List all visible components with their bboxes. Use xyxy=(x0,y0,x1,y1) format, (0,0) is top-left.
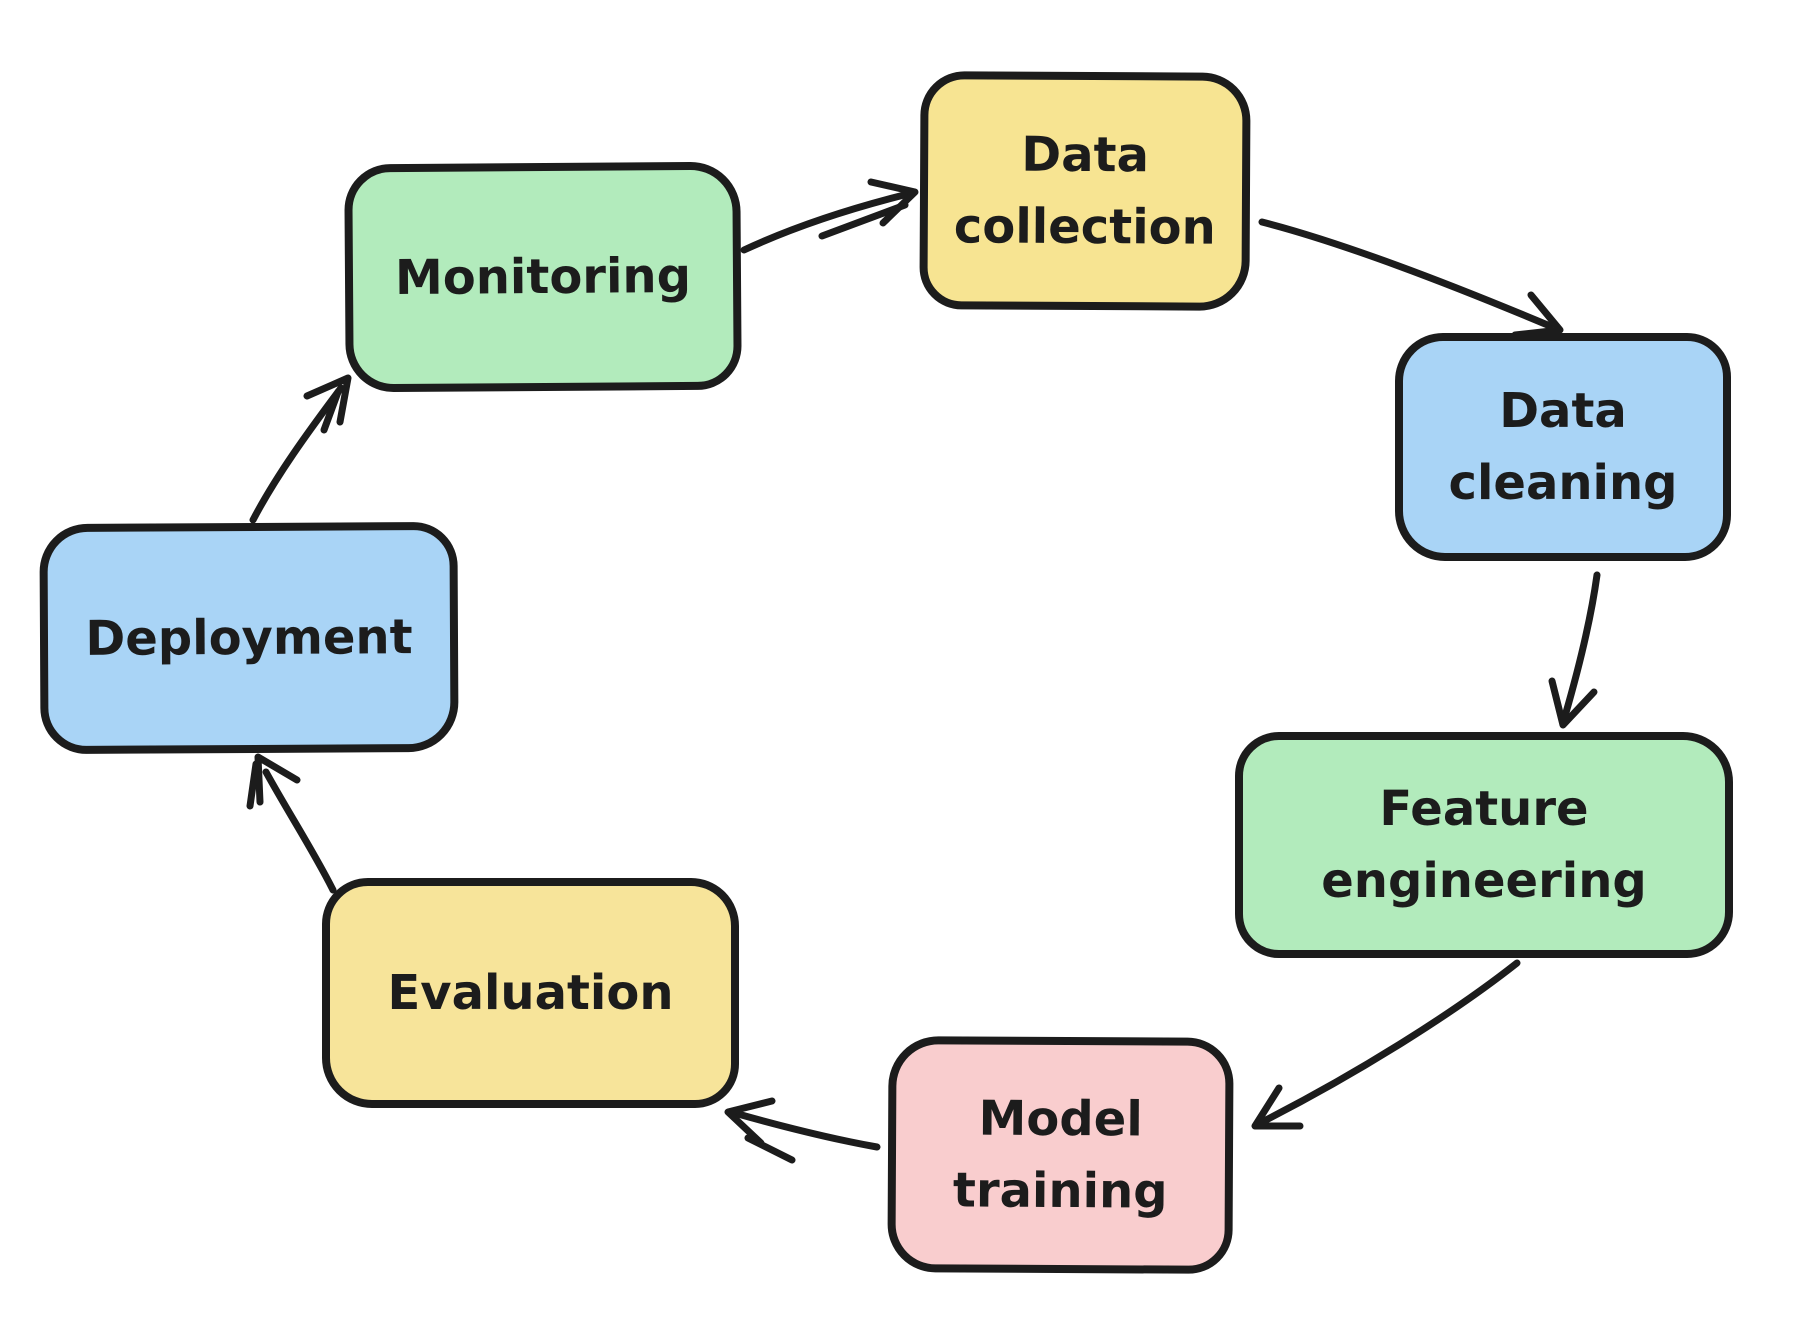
node-label: Deployment xyxy=(85,609,413,667)
arrow-deployment-to-monitoring xyxy=(249,374,352,524)
node-label: Data collection xyxy=(953,126,1216,256)
arrow-evaluation-to-deployment xyxy=(246,753,337,894)
node-label: Model training xyxy=(952,1090,1168,1220)
node-monitoring: Monitoring xyxy=(344,161,742,393)
node-deployment: Deployment xyxy=(39,521,459,755)
node-data-cleaning: Data cleaning xyxy=(1395,333,1731,561)
node-label: Feature engineering xyxy=(1321,781,1647,909)
arrow-monitoring-to-data-collection xyxy=(740,178,919,254)
arrow-feature-engineering-to-model-training xyxy=(1251,959,1521,1130)
node-label: Monitoring xyxy=(394,247,692,307)
arrow-model-training-to-evaluation xyxy=(724,1097,881,1164)
node-data-collection: Data collection xyxy=(919,71,1251,311)
node-evaluation: Evaluation xyxy=(322,878,739,1108)
node-feature-engineering: Feature engineering xyxy=(1235,732,1733,958)
node-label: Data cleaning xyxy=(1448,383,1678,511)
arrow-data-cleaning-to-feature-engineering xyxy=(1548,571,1601,729)
node-model-training: Model training xyxy=(887,1036,1234,1274)
node-label: Evaluation xyxy=(387,965,674,1021)
arrow-data-collection-to-data-cleaning xyxy=(1258,218,1564,339)
